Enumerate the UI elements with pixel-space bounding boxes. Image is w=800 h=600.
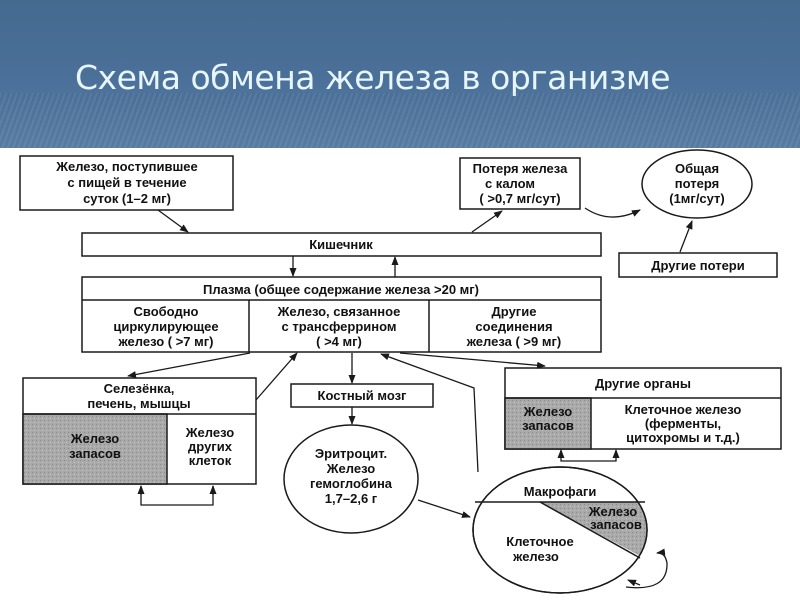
fecal-loss-box — [459, 157, 581, 210]
intestine-box — [81, 232, 602, 257]
erythrocyte-ellipse — [283, 424, 419, 534]
arrow-fecal-to-total-loss — [584, 207, 641, 218]
slide-header: Схема обмена железа в организме — [0, 0, 800, 148]
other-organs-label: Другие органы — [595, 376, 691, 391]
arrow-other-losses-to-total — [679, 220, 693, 253]
macrophage-cycle-arrow — [625, 548, 668, 589]
arrow-plasma-to-other-organs — [399, 352, 546, 369]
intake-box — [19, 155, 234, 211]
arrow-erythrocyte-to-macrophage — [417, 499, 471, 518]
total-loss-ellipse — [641, 149, 753, 219]
arrow-macrophage-to-plasma — [380, 353, 479, 473]
organs-exchange-arrows — [560, 451, 617, 462]
spleen-exchange-arrows — [140, 486, 214, 506]
macro-storage-area — [540, 502, 647, 556]
organs-storage-area — [504, 397, 592, 450]
other-losses-box — [618, 252, 778, 278]
plasma-box — [81, 276, 602, 353]
arrow-intake-to-intestine — [157, 209, 189, 233]
arrow-spleen-to-plasma — [255, 352, 298, 401]
spleen-label: Селезёнка,печень, мышцы — [87, 381, 190, 411]
slide-title: Схема обмена железа в организме — [75, 58, 671, 97]
bone-marrow-box — [290, 383, 434, 408]
intestine-label: Кишечник — [309, 237, 373, 252]
plasma-label: Плазма (общее содержание железа >20 мг) — [203, 282, 479, 297]
other-losses-label: Другие потери — [651, 258, 745, 273]
macrophages-label: Макрофаги — [524, 484, 597, 499]
spleen-storage-area — [22, 413, 168, 485]
arrow-intestine-to-fecal-loss — [471, 210, 503, 233]
arrow-plasma-to-spleen — [127, 352, 251, 378]
bone-marrow-label: Костный мозг — [318, 388, 408, 403]
organs-cellular-label: Клеточное железо(ферменты,цитохромы и т.… — [625, 402, 742, 445]
